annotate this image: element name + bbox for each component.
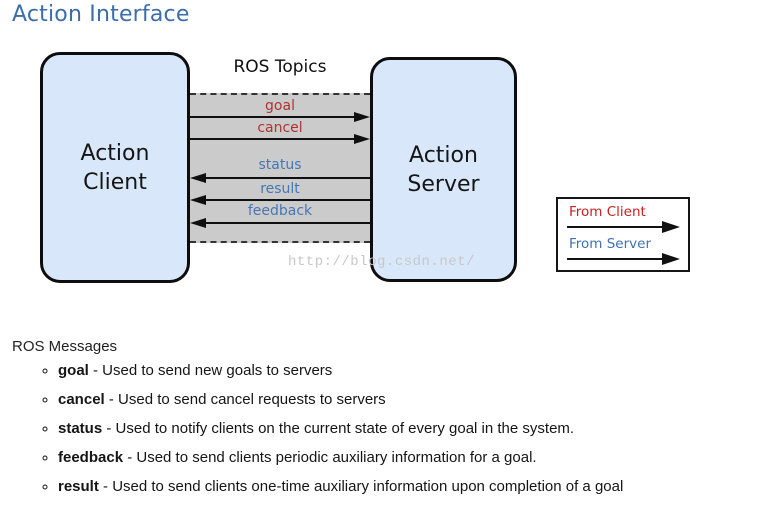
topic-label-result: result: [260, 181, 300, 197]
topic-label-status: status: [258, 157, 302, 173]
message-desc: - Used to send clients one-time auxiliar…: [98, 478, 624, 495]
list-item: goal - Used to send new goals to servers: [58, 356, 623, 385]
message-term: cancel: [58, 391, 105, 408]
action-client-box: Action Client: [40, 52, 190, 283]
watermark-text: http://blog.csdn.net/: [288, 254, 475, 270]
arrowhead-right-icon: [354, 112, 370, 122]
arrowhead-right-icon: [662, 221, 680, 233]
action-server-label: Action Server: [407, 142, 480, 197]
topic-arrow-status: [206, 177, 370, 179]
action-server-box: Action Server: [370, 57, 517, 282]
action-interface-diagram: ROS Topics Action Client Action Server g…: [40, 52, 690, 283]
action-client-label: Action Client: [80, 140, 150, 195]
legend-arrow-from-server: [567, 258, 665, 260]
message-term: feedback: [58, 449, 124, 466]
list-item: cancel - Used to send cancel requests to…: [58, 385, 623, 414]
ros-messages-heading: ROS Messages: [12, 338, 118, 355]
topic-arrow-feedback: [206, 222, 370, 224]
page-title: Action Interface: [12, 2, 190, 27]
ros-topics-label: ROS Topics: [233, 57, 327, 77]
arrowhead-right-icon: [354, 134, 370, 144]
ros-messages-list: goal - Used to send new goals to servers…: [0, 356, 623, 501]
topic-arrow-result: [206, 199, 370, 201]
message-desc: - Used to notify clients on the current …: [102, 420, 575, 437]
topic-label-goal: goal: [265, 98, 295, 114]
topic-label-cancel: cancel: [257, 120, 303, 136]
list-item: status - Used to notify clients on the c…: [58, 414, 623, 443]
legend-from-client-label: From Client: [569, 204, 646, 220]
message-desc: - Used to send new goals to servers: [88, 362, 333, 379]
topic-label-feedback: feedback: [247, 203, 313, 219]
message-desc: - Used to send cancel requests to server…: [104, 391, 386, 408]
legend-from-server-label: From Server: [569, 236, 652, 252]
topic-arrow-goal: [190, 116, 354, 118]
topic-arrow-cancel: [190, 138, 354, 140]
ros-topics-band: [190, 93, 370, 243]
arrowhead-left-icon: [190, 218, 206, 228]
list-item: result - Used to send clients one-time a…: [58, 472, 623, 501]
message-desc: - Used to send clients periodic auxiliar…: [123, 449, 537, 466]
message-term: goal: [58, 362, 89, 379]
arrowhead-right-icon: [662, 253, 680, 265]
list-item: feedback - Used to send clients periodic…: [58, 443, 623, 472]
arrowhead-left-icon: [190, 195, 206, 205]
message-term: status: [58, 420, 103, 437]
legend-arrow-from-client: [567, 226, 665, 228]
message-term: result: [58, 478, 99, 495]
legend-box: From Client From Server: [556, 197, 690, 272]
arrowhead-left-icon: [190, 173, 206, 183]
